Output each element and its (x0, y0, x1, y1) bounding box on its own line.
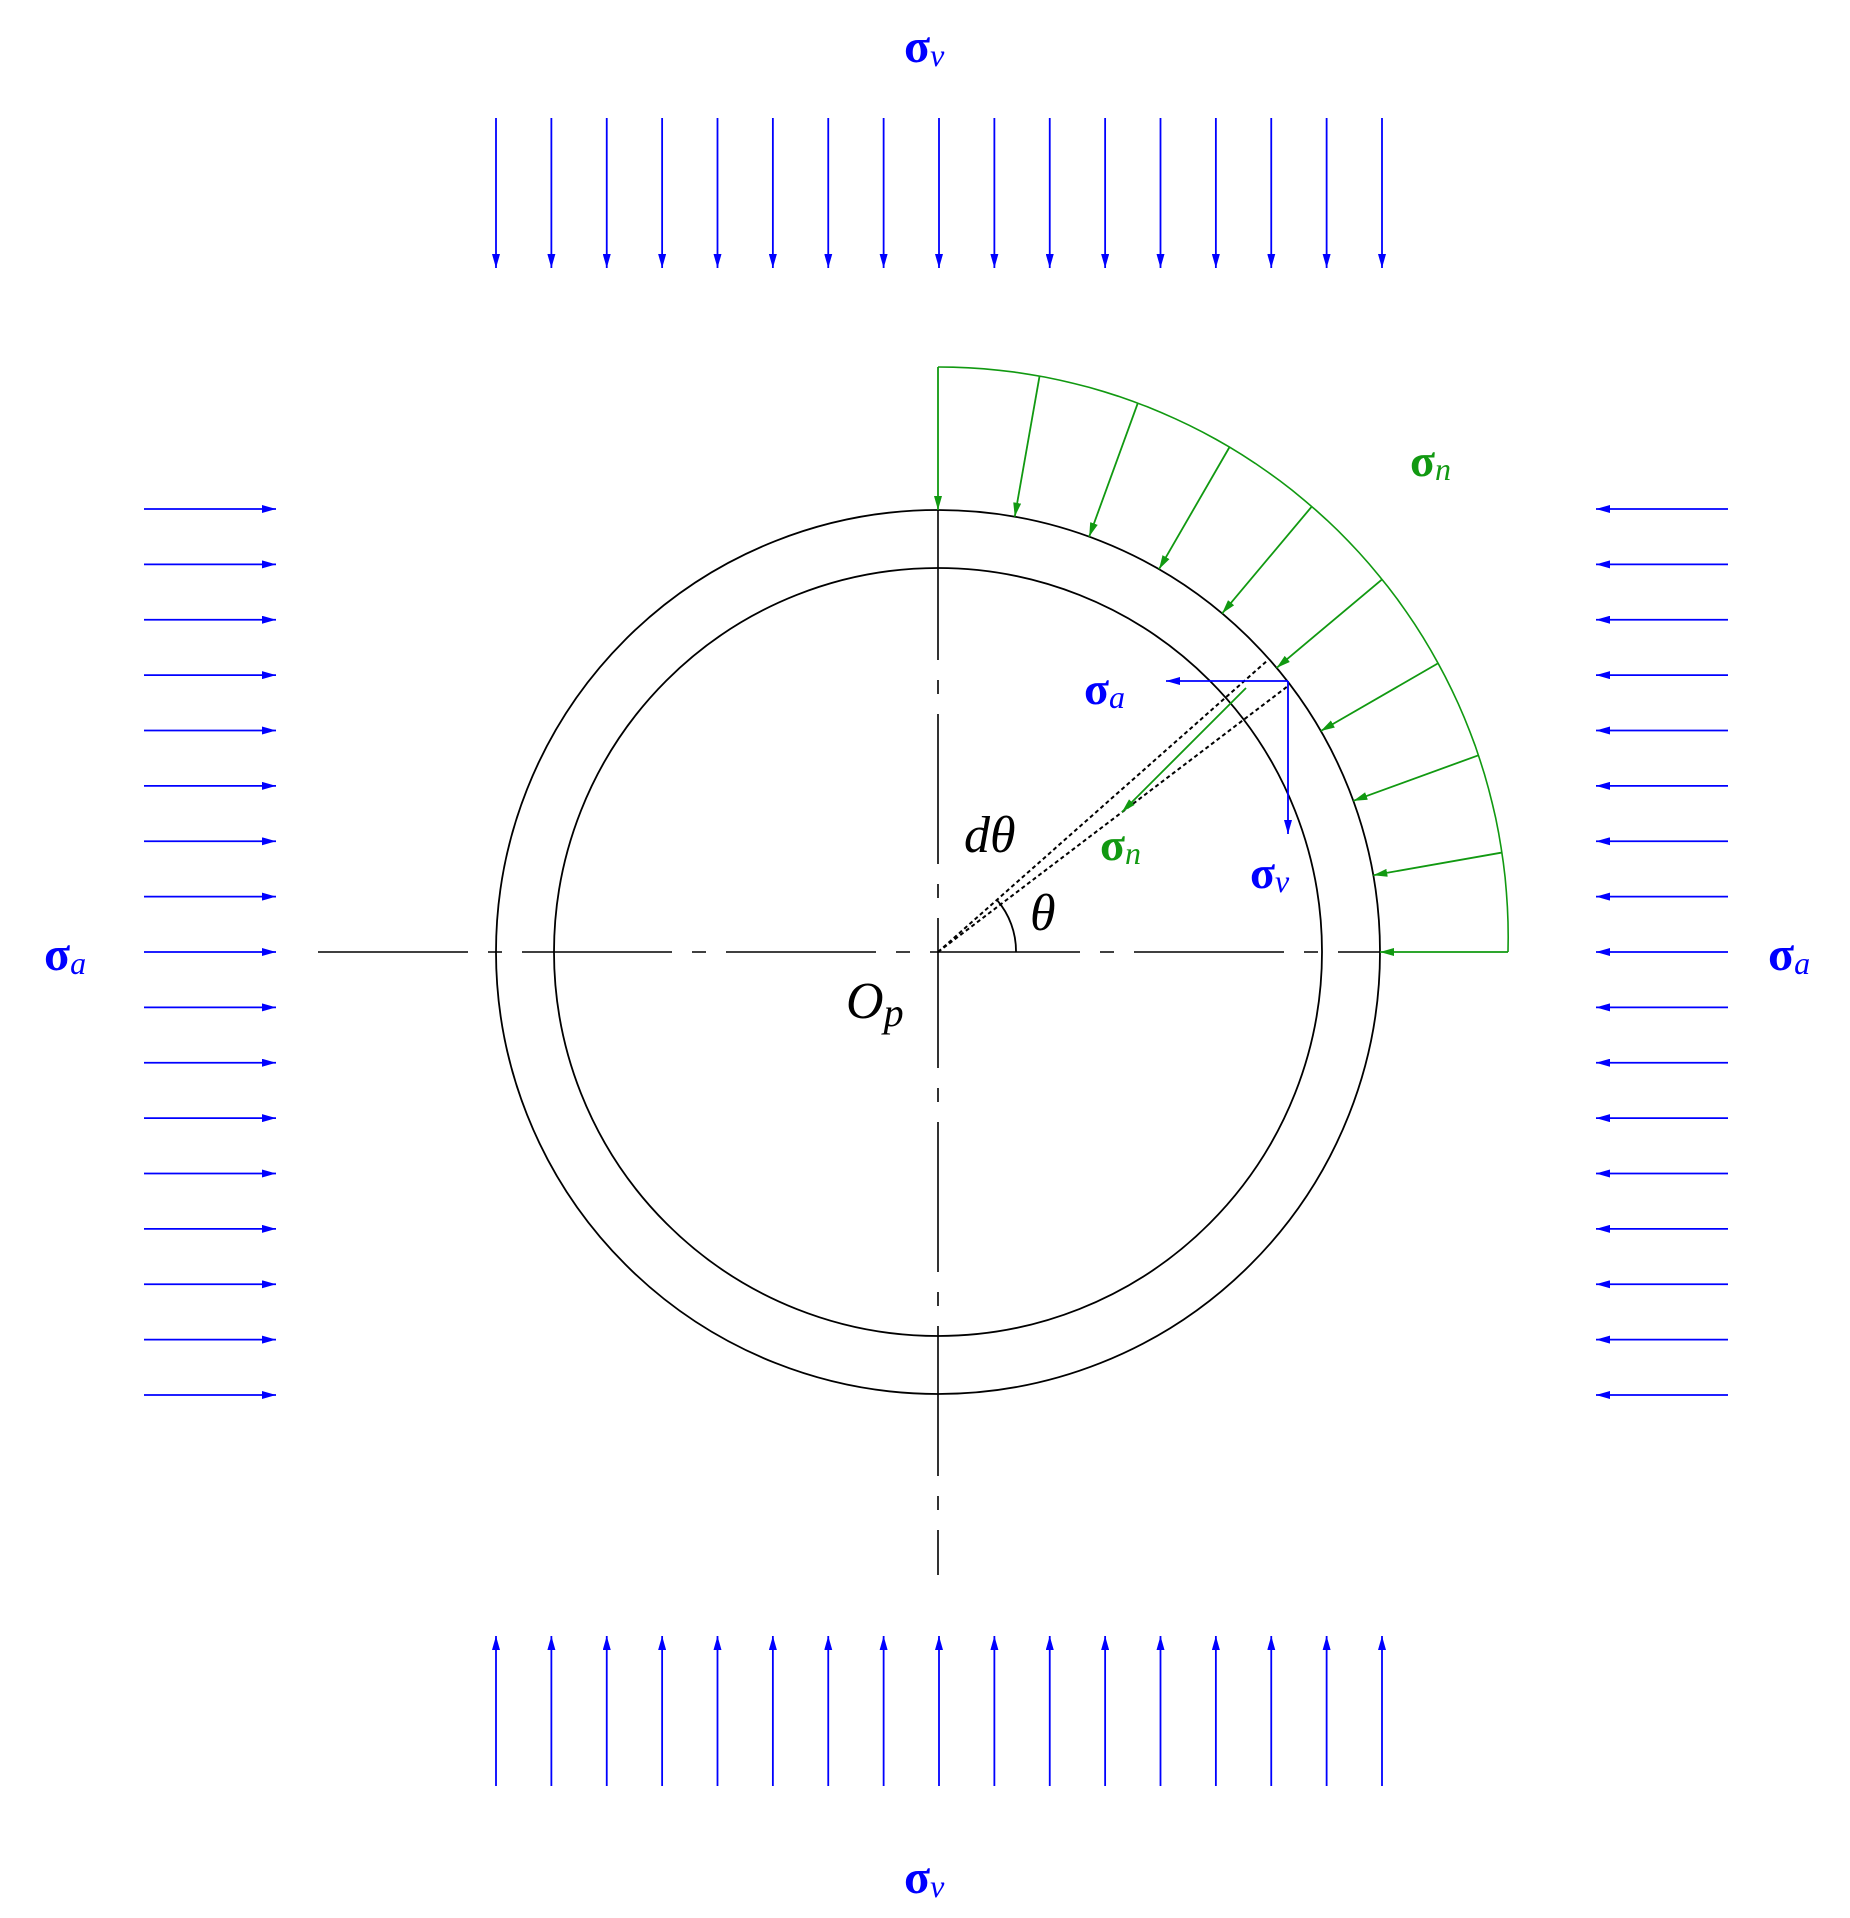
top-vertical-load-arrows (492, 118, 1386, 268)
normal-stress-distribution (934, 366, 1510, 956)
theta-angle-arc (996, 899, 1017, 953)
theta-label: θ (1030, 885, 1056, 942)
sigma-n-component-arrow (1121, 687, 1247, 813)
normal-stress-envelope (937, 366, 1510, 953)
sigma-v-component-label: σv (1250, 847, 1290, 899)
sigma-a-right-label: σa (1768, 928, 1810, 981)
sigma-v-bottom-label: σv (904, 1851, 945, 1904)
normal-stress-arrow (1013, 375, 1041, 517)
sigma-n-outer-label: σn (1410, 435, 1451, 487)
sigma-v-top-label: σv (904, 20, 945, 73)
left-lateral-load-arrows (144, 505, 276, 1399)
sigma-a-component-label: σa (1084, 663, 1125, 715)
normal-stress-arrow (1373, 851, 1503, 877)
normal-stress-arrow (1221, 505, 1313, 614)
normal-stress-arrow (1353, 754, 1479, 802)
pipe-inner-wall (553, 567, 1323, 1337)
normal-stress-arrow (1158, 446, 1231, 570)
sigma-n-inner-label: σn (1100, 819, 1141, 871)
normal-stress-arrow (1320, 662, 1439, 732)
normal-stress-arrow (1276, 578, 1383, 669)
bottom-vertical-load-arrows (492, 1636, 1386, 1786)
d-theta-label: dθ (964, 807, 1016, 864)
origin-label: Op (846, 973, 904, 1035)
radial-dotted-line-2 (937, 685, 1289, 953)
normal-stress-arrow (1088, 402, 1139, 537)
radial-dotted-line-1 (937, 659, 1269, 953)
sigma-a-left-label: σa (44, 928, 86, 981)
right-lateral-load-arrows (1596, 505, 1728, 1399)
